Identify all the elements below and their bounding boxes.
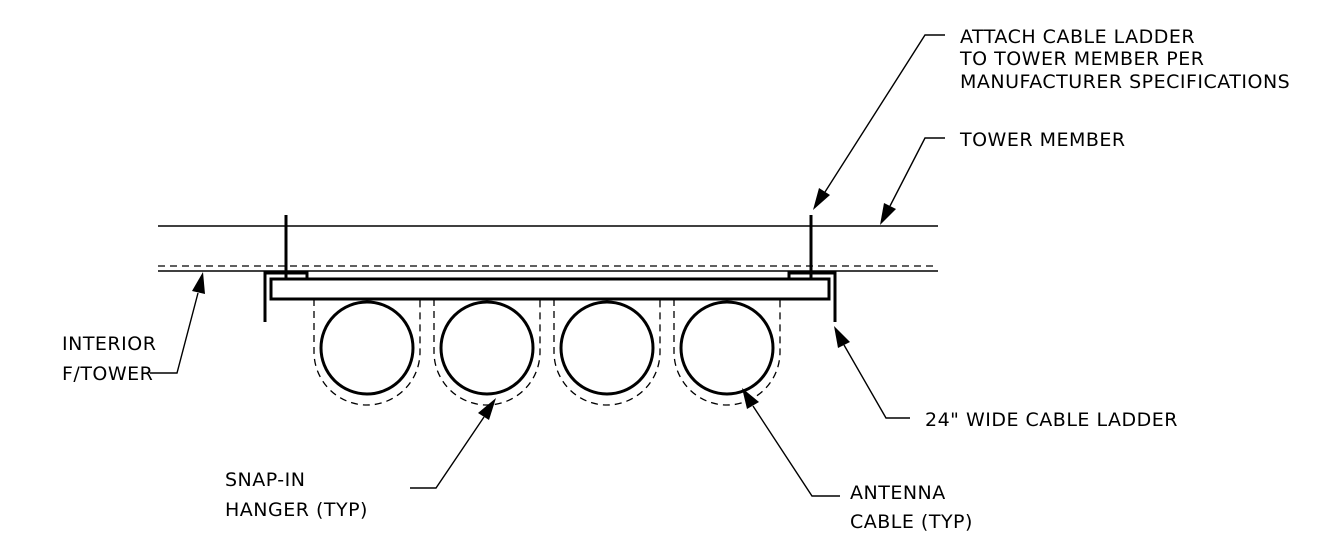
note-interior-line-2: F/TOWER bbox=[62, 363, 153, 385]
leader-interior bbox=[150, 272, 205, 374]
note-antenna-line-1: ANTENNA bbox=[850, 482, 946, 504]
note-interior-line-1: INTERIOR bbox=[62, 333, 156, 355]
leader-antenna bbox=[742, 388, 840, 497]
leader-attach bbox=[813, 34, 945, 210]
attachment-rods bbox=[284, 215, 813, 279]
cable-ladder bbox=[263, 271, 837, 322]
leader-cable-ladder bbox=[834, 326, 910, 419]
antenna-cable-3 bbox=[553, 299, 661, 406]
antenna-cable-1 bbox=[313, 299, 421, 406]
note-cable-ladder: 24" WIDE CABLE LADDER bbox=[925, 409, 1178, 431]
note-attach-line-3: MANUFACTURER SPECIFICATIONS bbox=[960, 71, 1290, 93]
note-tower-member: TOWER MEMBER bbox=[959, 129, 1126, 151]
leader-tower-member bbox=[880, 137, 945, 225]
antenna-cables bbox=[313, 299, 781, 406]
note-snap-in-line-2: HANGER (TYP) bbox=[225, 499, 368, 521]
note-snap-in-line-1: SNAP-IN bbox=[225, 469, 305, 491]
note-attach-line-2: TO TOWER MEMBER PER bbox=[959, 48, 1204, 70]
note-antenna-line-2: CABLE (TYP) bbox=[850, 511, 973, 533]
leader-snap-in bbox=[410, 398, 496, 489]
note-attach-line-1: ATTACH CABLE LADDER bbox=[960, 26, 1195, 48]
antenna-cable-4 bbox=[673, 299, 781, 406]
tower-member bbox=[158, 225, 938, 272]
antenna-cable-2 bbox=[433, 299, 541, 406]
